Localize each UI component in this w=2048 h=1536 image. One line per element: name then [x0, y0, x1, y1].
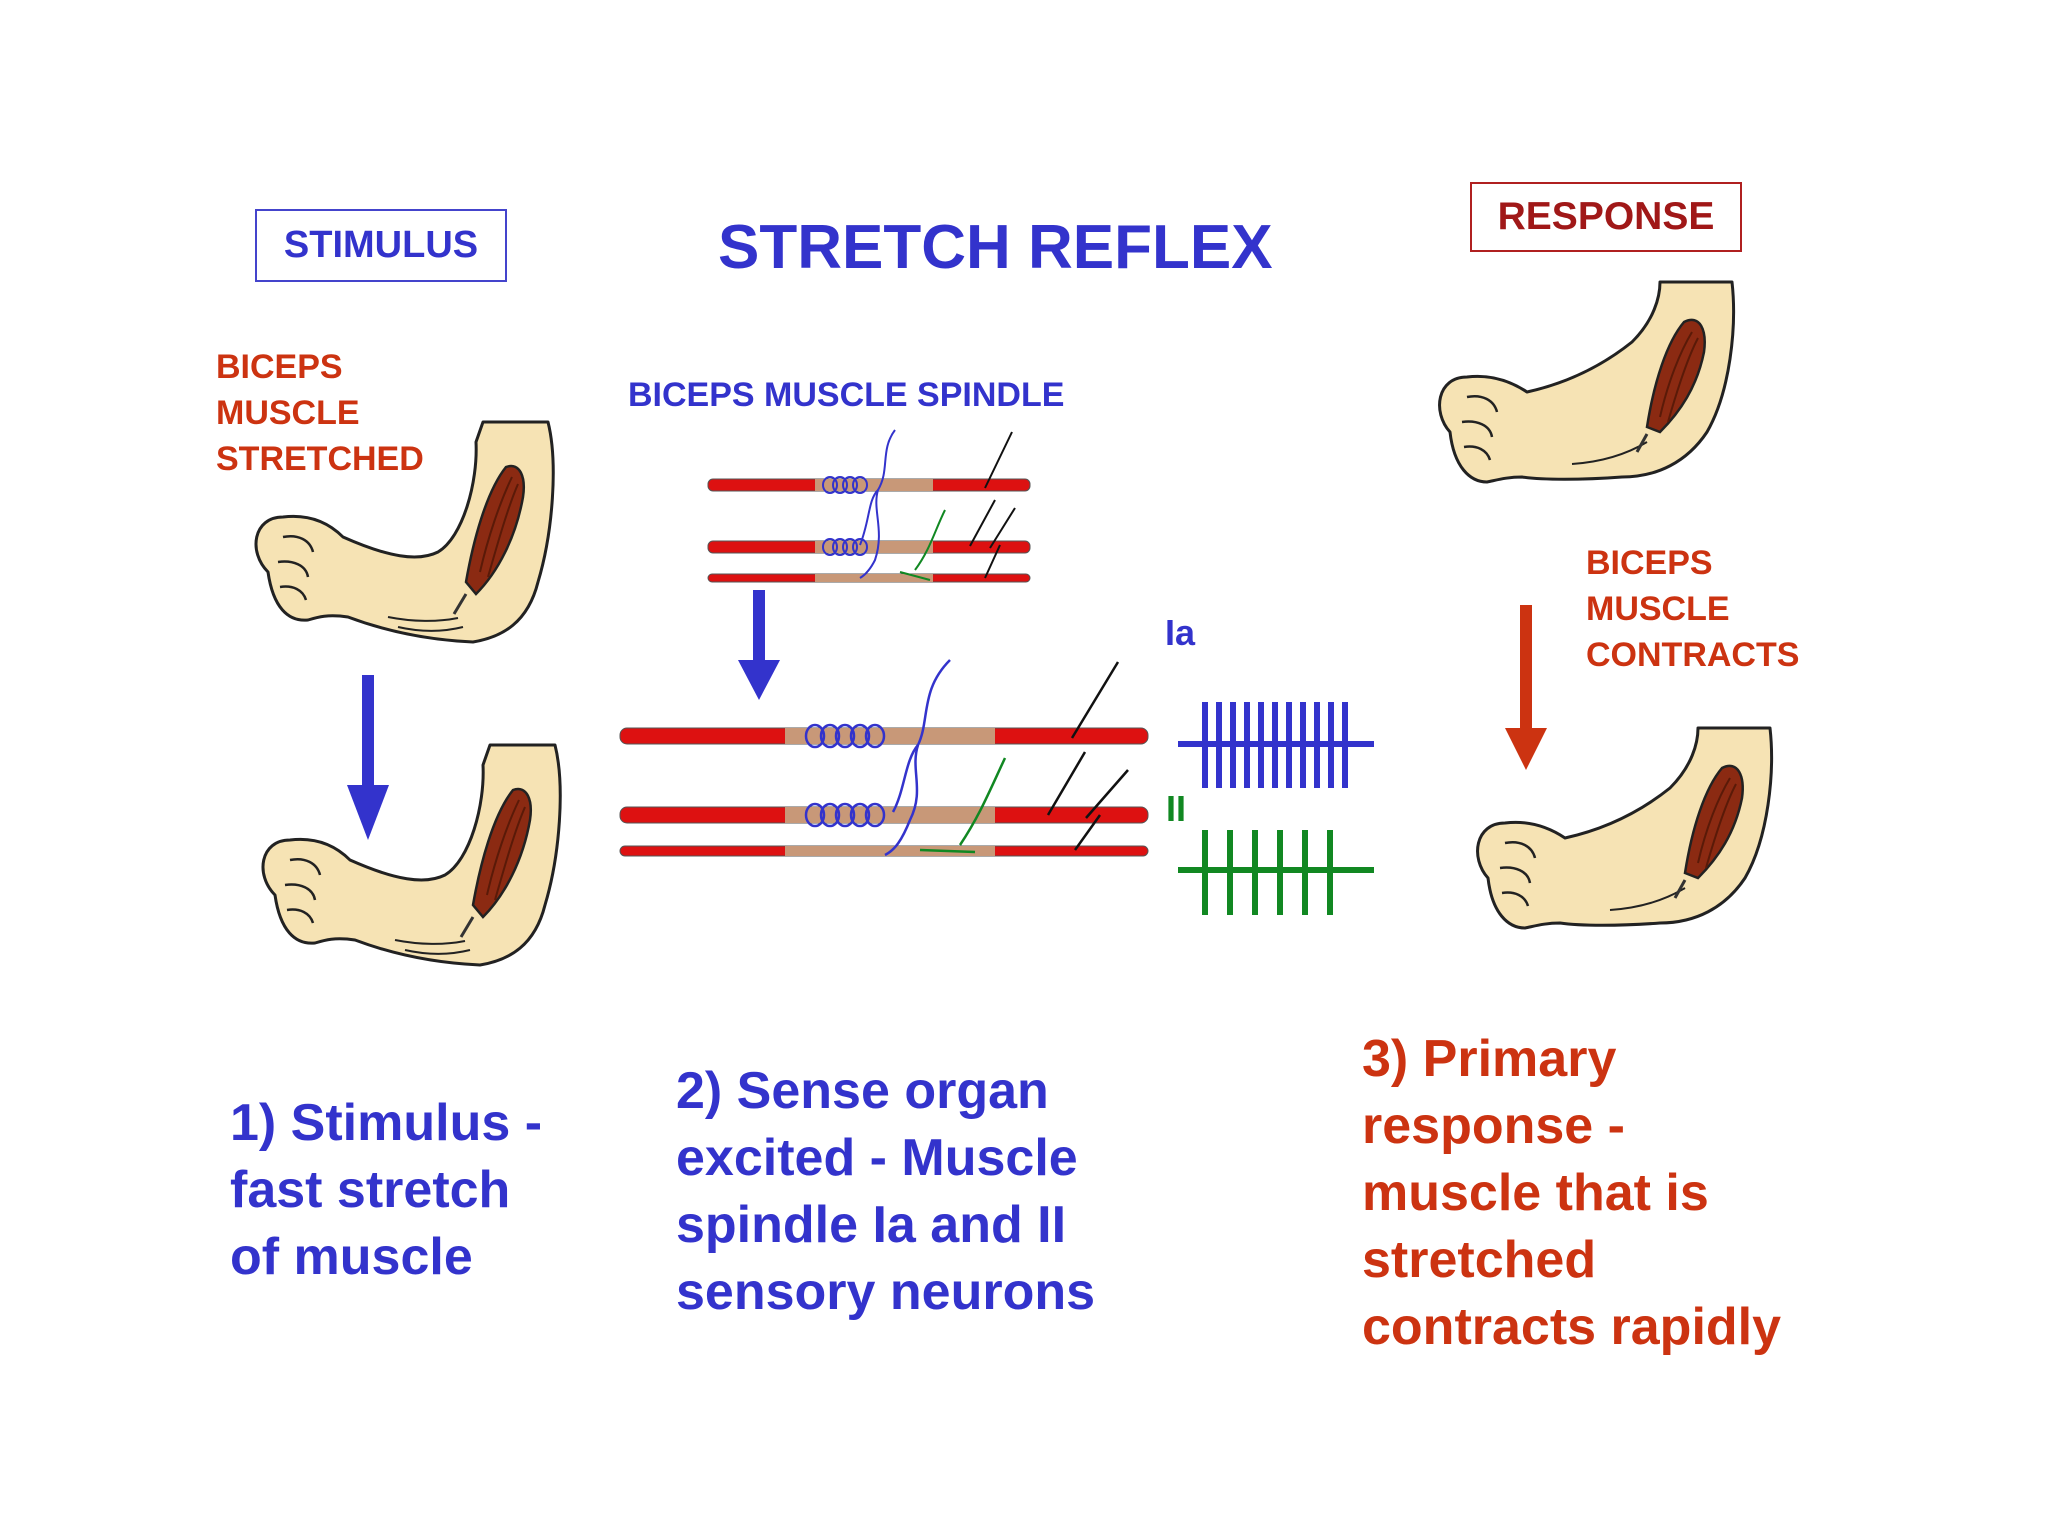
muscle-spindle-large-icon — [619, 659, 1149, 857]
stretched-arm-lower-icon — [261, 743, 562, 967]
stretched-label-line: STRETCHED — [216, 440, 424, 478]
contracts-label: BICEPS MUSCLE CONTRACTS — [1586, 540, 1799, 678]
caption-step3-line: response - — [1362, 1097, 1625, 1155]
ia-label: Ia — [1165, 612, 1196, 653]
caption-step2-line: sensory neurons — [676, 1263, 1096, 1321]
spindle-label: BICEPS MUSCLE SPINDLE — [628, 376, 1065, 414]
caption-step2-line: 2) Sense organ — [676, 1062, 1049, 1120]
caption-step1-line: of muscle — [230, 1228, 473, 1286]
down-arrow-blue-left-icon — [347, 675, 389, 840]
caption-step3-line: 3) Primary — [1362, 1030, 1617, 1088]
stretched-label-line: MUSCLE — [216, 394, 360, 432]
ia-spike-train-icon — [1178, 702, 1374, 788]
response-box: RESPONSE — [1470, 182, 1742, 252]
caption-step3-line: contracts rapidly — [1362, 1298, 1782, 1356]
ii-spike-train-icon — [1178, 830, 1374, 915]
page-title: STRETCH REFLEX — [718, 213, 1273, 282]
caption-step1-line: fast stretch — [230, 1161, 511, 1219]
caption-step3: 3) Primary response - muscle that is str… — [1362, 1026, 1781, 1361]
contracts-label-line: BICEPS — [1586, 544, 1713, 582]
caption-step1: 1) Stimulus - fast stretch of muscle — [230, 1090, 542, 1291]
caption-step3-line: stretched — [1362, 1231, 1597, 1289]
response-label: RESPONSE — [1497, 195, 1715, 238]
caption-step2-line: spindle Ia and II — [676, 1196, 1067, 1254]
contracts-label-line: CONTRACTS — [1586, 636, 1800, 674]
down-arrow-red-right-icon — [1505, 605, 1547, 770]
caption-step2-line: excited - Muscle — [676, 1129, 1078, 1187]
contracted-arm-upper-icon — [1438, 280, 1736, 484]
stimulus-box: STIMULUS — [255, 209, 507, 282]
caption-step2: 2) Sense organ excited - Muscle spindle … — [676, 1058, 1095, 1326]
stretched-label-line: BICEPS — [216, 348, 343, 386]
caption-step1-line: 1) Stimulus - — [230, 1094, 543, 1152]
caption-step3-line: muscle that is — [1362, 1164, 1709, 1222]
stretched-label: BICEPS MUSCLE STRETCHED — [216, 344, 424, 482]
contracts-label-line: MUSCLE — [1586, 590, 1730, 628]
muscle-spindle-small-icon — [707, 429, 1031, 583]
ii-label: II — [1166, 788, 1187, 829]
stimulus-label: STIMULUS — [283, 224, 479, 266]
down-arrow-blue-center-icon — [738, 590, 780, 700]
